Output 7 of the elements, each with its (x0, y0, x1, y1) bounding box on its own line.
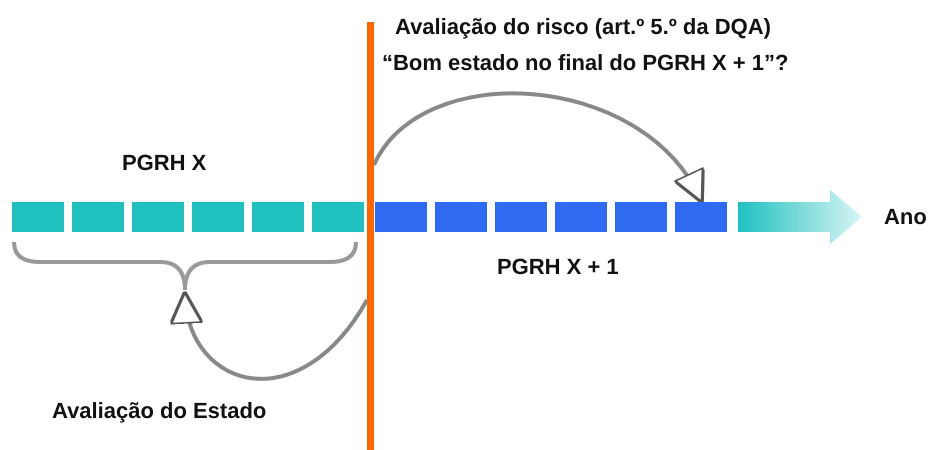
period-label: PGRH X (122, 150, 206, 176)
heading-text: Avaliação do risco (art.º 5.º da DQA) (395, 14, 771, 40)
period-label: PGRH X + 1 (497, 254, 619, 280)
axis-label: Ano (884, 204, 927, 230)
curved-arrow (372, 92, 704, 204)
question-text: “Bom estado no final do PGRH X + 1”? (382, 50, 788, 76)
curved-arrow (172, 290, 369, 380)
